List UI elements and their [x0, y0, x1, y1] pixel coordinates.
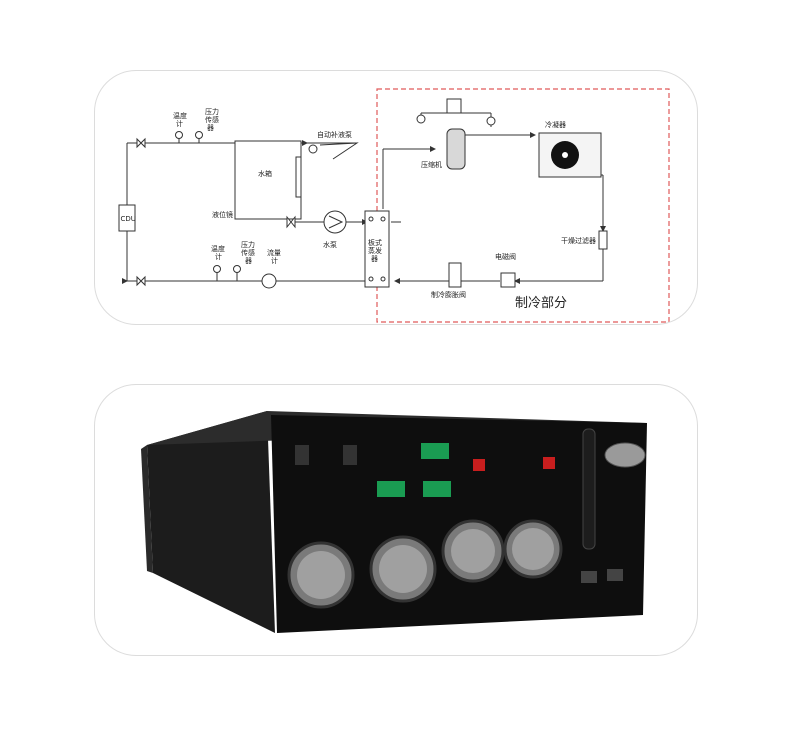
temp-meter-bottom-label-2: 计 — [215, 252, 222, 261]
flange-3 — [441, 519, 505, 583]
evaporator-label-3: 器 — [371, 255, 378, 263]
temp-meter-bottom-label-1: 温度 — [211, 244, 225, 253]
pressure-sensor-bottom-label-2: 传感 — [241, 248, 255, 257]
compressor-label: 压缩机 — [421, 160, 442, 169]
pressure-gauge-left-icon — [416, 114, 426, 124]
temp-meter-bottom-icon — [213, 265, 221, 273]
temp-meter-top-label-1: 温度 — [173, 111, 187, 120]
flange-2 — [369, 535, 437, 603]
flow-meter-label-1: 流量 — [267, 248, 281, 257]
auto-refill-line — [319, 142, 359, 160]
cdu-device-illustration — [141, 411, 647, 633]
water-tank — [234, 140, 302, 220]
compressor-valve-icon — [446, 98, 462, 114]
temp-meter-top-label-2: 计 — [176, 119, 183, 128]
compressor-icon — [446, 128, 466, 170]
cdu-label: CDU — [121, 215, 136, 223]
pressure-sensor-top-label-3: 器 — [207, 124, 214, 132]
level-gauge — [295, 156, 302, 198]
terminal-block-1 — [421, 443, 449, 459]
water-tank-label: 水箱 — [258, 169, 272, 178]
indicator-left — [473, 459, 485, 471]
flange-1 — [287, 541, 355, 609]
fill-cap — [604, 442, 646, 468]
valve-bottom-left — [136, 275, 146, 287]
device-photo-panel — [94, 384, 698, 656]
flange-4 — [503, 519, 563, 579]
cdu-box — [118, 204, 136, 232]
switch-left — [295, 445, 309, 465]
connector-left — [581, 571, 597, 583]
schematic-panel: CDU 温度 计 压力 传感 器 水箱 液位镜 自动补液泵 水泵 板式 蒸发 器… — [94, 70, 698, 325]
indicator-right — [543, 457, 555, 469]
pressure-sensor-bottom-label-1: 压力 — [241, 240, 255, 249]
water-pump-label: 水泵 — [323, 240, 337, 249]
pressure-sensor-top-label-1: 压力 — [205, 107, 219, 116]
sight-gauge — [582, 428, 596, 550]
flow-meter-icon — [261, 273, 277, 289]
expansion-valve-label: 制冷膨胀阀 — [431, 290, 466, 299]
terminal-block-2 — [377, 481, 405, 497]
auto-refill-pump-label: 自动补液泵 — [317, 130, 352, 139]
solenoid-valve-label: 电磁阀 — [495, 252, 516, 261]
level-gauge-label: 液位镜 — [212, 210, 233, 219]
dryer-filter-icon — [598, 230, 608, 250]
dryer-filter-label: 干燥过滤器 — [561, 236, 596, 245]
expansion-valve-icon — [448, 262, 462, 288]
evaporator-label-2: 蒸发 — [368, 246, 382, 255]
condenser-label: 冷凝器 — [545, 120, 566, 129]
solenoid-valve-icon — [500, 272, 516, 288]
switch-right — [343, 445, 357, 465]
plate-evaporator — [364, 210, 390, 288]
pressure-sensor-top-label-2: 传感 — [205, 115, 219, 124]
pressure-sensor-top-icon — [195, 131, 203, 139]
tank-outlet-valve — [286, 215, 296, 229]
refrigeration-section-label: 制冷部分 — [515, 296, 567, 311]
pressure-gauge-right-icon — [486, 116, 496, 126]
pressure-sensor-bottom-icon — [233, 265, 241, 273]
flow-meter-label-2: 计 — [271, 256, 278, 265]
evaporator-label-1: 板式 — [368, 238, 382, 247]
device-side — [147, 411, 275, 633]
refrigeration-boundary — [376, 88, 670, 323]
connector-right — [607, 569, 623, 581]
terminal-block-3 — [423, 481, 451, 497]
valve-top-left — [136, 137, 146, 149]
auto-refill-pump-icon — [308, 144, 318, 154]
temp-meter-top-icon — [175, 131, 183, 139]
pressure-sensor-bottom-label-3: 器 — [245, 257, 252, 265]
refrigeration-schematic: CDU 温度 计 压力 传感 器 水箱 液位镜 自动补液泵 水泵 板式 蒸发 器… — [118, 88, 670, 323]
